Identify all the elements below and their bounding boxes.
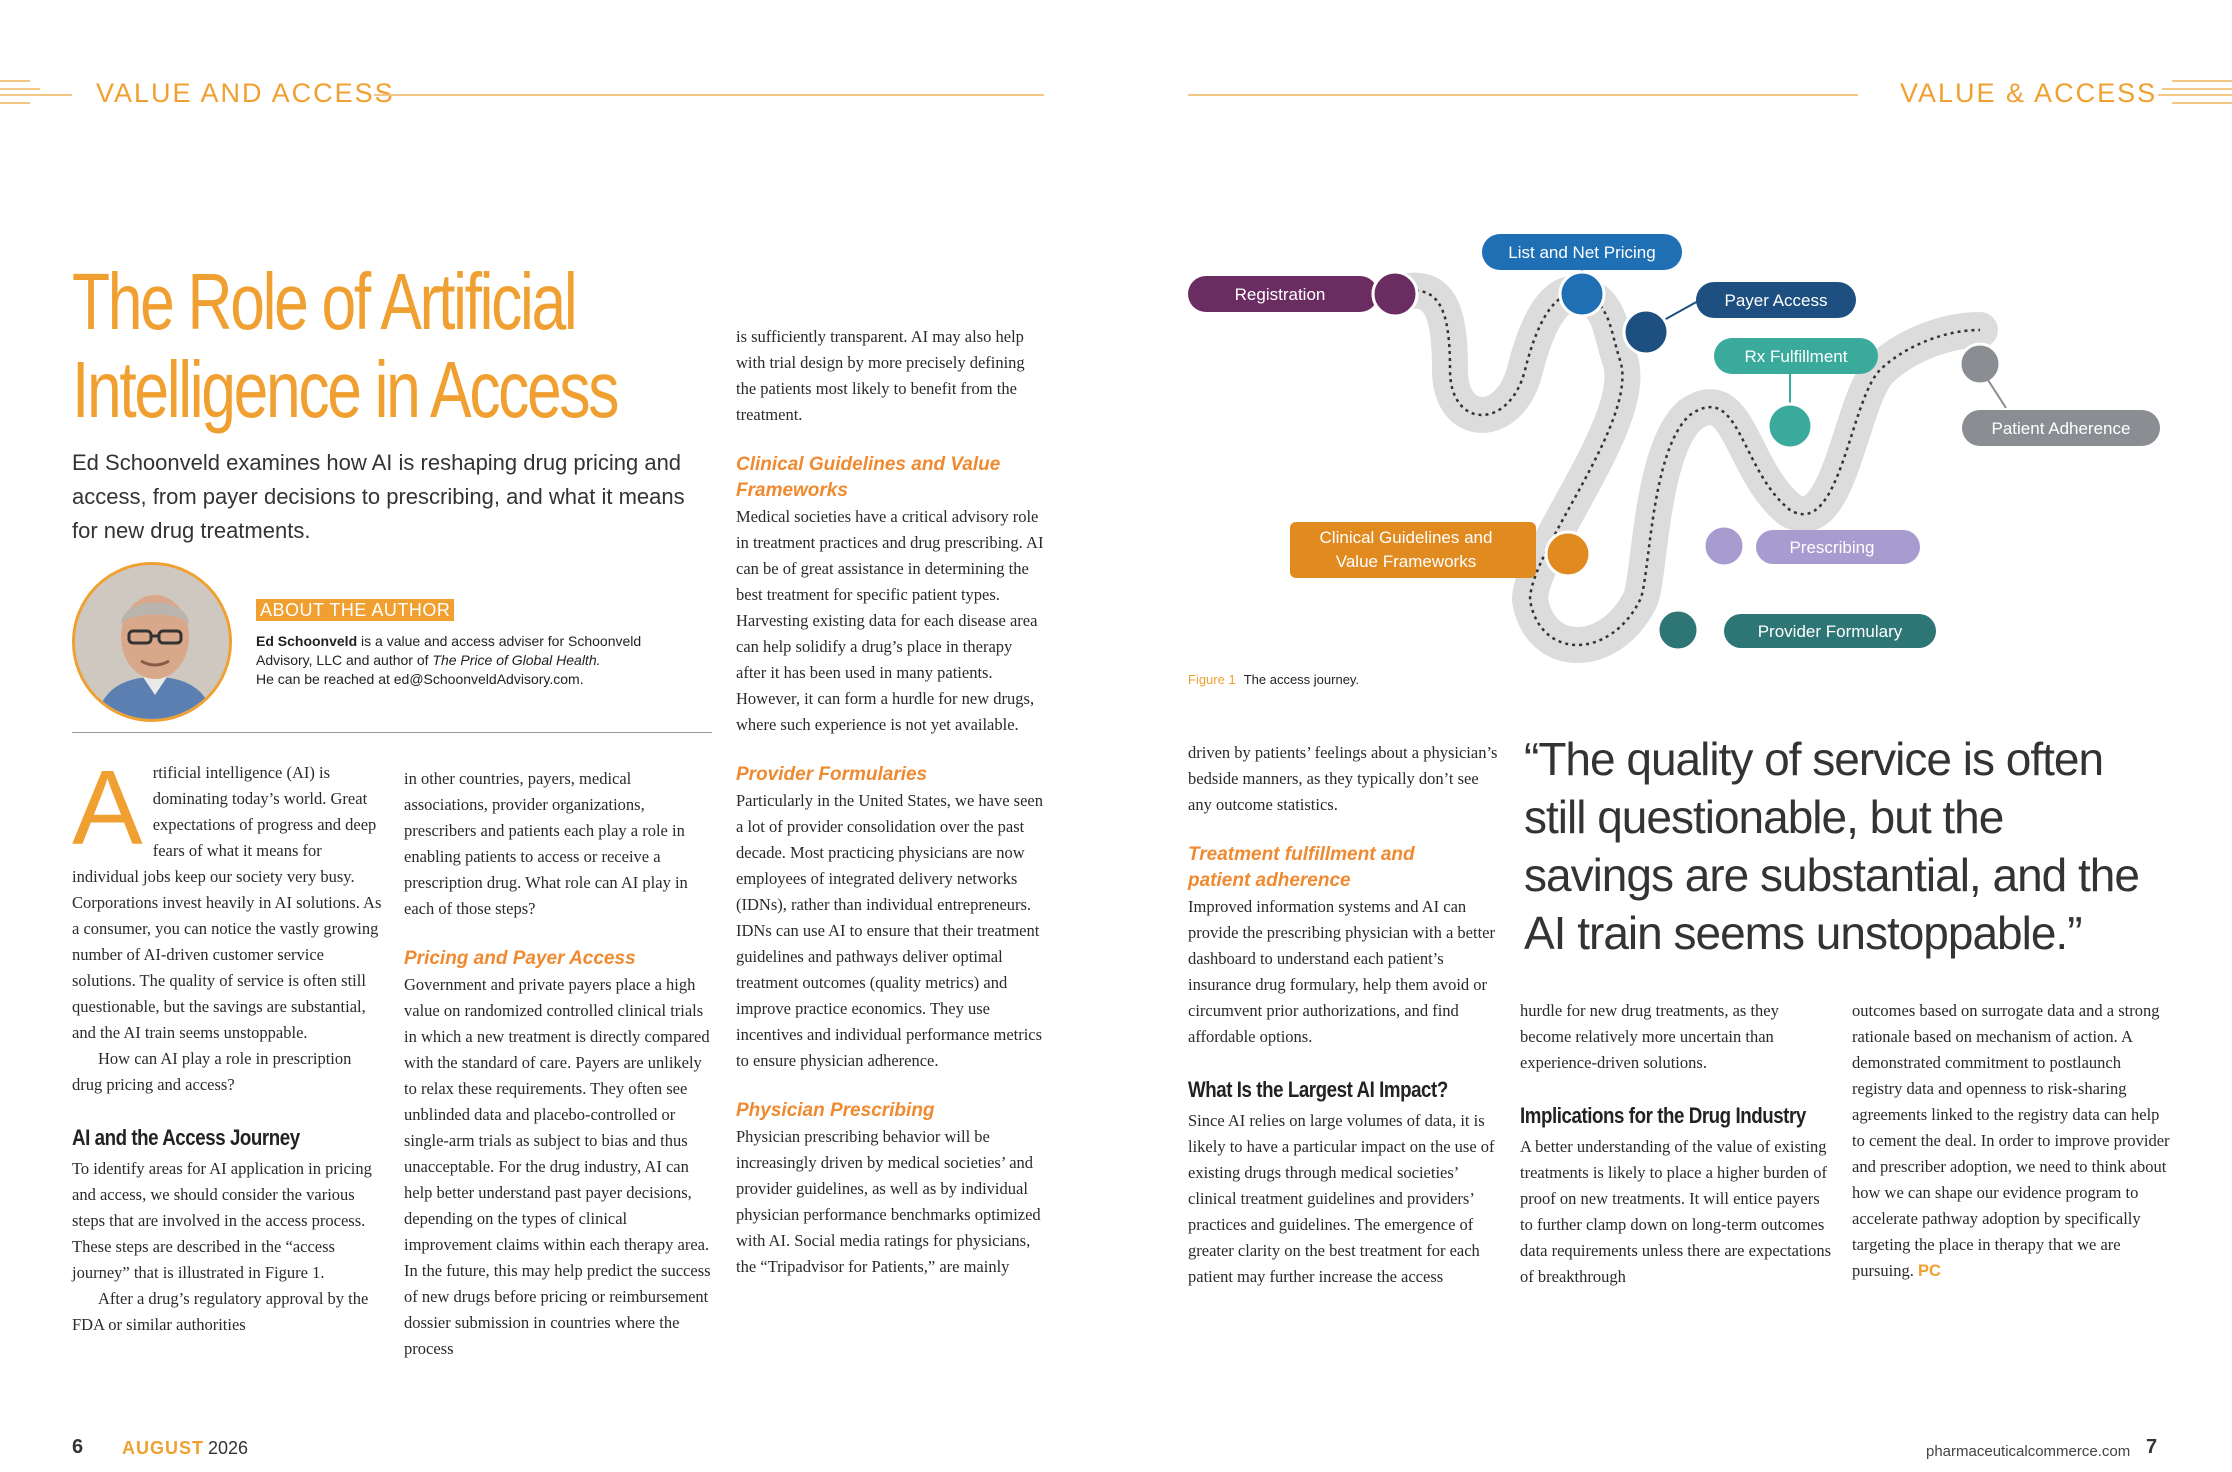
header-rule-right-2: [2158, 94, 2232, 96]
author-divider: [72, 732, 712, 733]
footer-month: AUGUST: [122, 1438, 204, 1458]
col2-paragraph-2: Government and private payers place a hi…: [404, 975, 711, 1358]
author-photo: [72, 562, 232, 722]
author-bio-text-1: is a value and access adviser for Schoon…: [256, 633, 642, 668]
node-list-net-pill: [1482, 234, 1682, 270]
col1-paragraph-4: After a drug’s regulatory approval by th…: [72, 1289, 369, 1334]
col3-paragraph-1: is sufficiently transparent. AI may also…: [736, 327, 1025, 424]
header-rule-left-short-2: [0, 88, 40, 90]
pull-quote: “The quality of service is often still q…: [1524, 733, 2140, 959]
heading-implications-drug-industry: Implications for the Drug Industry: [1520, 1103, 1806, 1128]
subhead-clinical-guidelines: Clinical Guidelines and Value Frameworks: [736, 454, 1001, 501]
left-section-header: VALUE AND ACCESS: [96, 78, 395, 108]
article-title: The Role of Artificial Intelligence in A…: [72, 258, 771, 434]
node-clinical-dot: [1544, 530, 1592, 578]
col5-paragraph-2: A better understanding of the value of e…: [1520, 1137, 1832, 1286]
node-rx-fulfillment-pill: [1714, 338, 1878, 374]
node-prescribing-pill: [1756, 530, 1920, 564]
column-3: is sufficiently transparent. AI may also…: [736, 324, 1046, 1280]
node-rx-fulfillment-label: Rx Fulfillment: [1745, 347, 1848, 366]
col5-paragraph-1: hurdle for new drug treatments, as they …: [1520, 1001, 1779, 1072]
header-rule-right-short-2: [2162, 88, 2232, 90]
article-dek: Ed Schoonveld examines how AI is reshapi…: [72, 450, 685, 543]
footer-issue-date: AUGUST 2026: [122, 1438, 248, 1459]
header-rule-right-1: [1188, 94, 1858, 96]
figure-caption: Figure 1 The access journey.: [1188, 672, 1359, 687]
heading-access-journey: AI and the Access Journey: [72, 1125, 300, 1150]
header-rule-right-short-3: [2172, 102, 2232, 104]
about-author-label-wrap: ABOUT THE AUTHOR: [256, 599, 455, 621]
header-rule-right-short-1: [2172, 80, 2232, 82]
col1-paragraph-1: rtificial intelligence (AI) is dominatin…: [72, 763, 382, 1042]
node-rx-fulfillment-dot: [1766, 402, 1814, 450]
header-rule-left-2: [374, 94, 1044, 96]
author-book: The Price of Global Health.: [432, 652, 601, 668]
figure-caption-text: The access journey.: [1243, 672, 1360, 687]
col2-paragraph-1: in other countries, payers, medical asso…: [404, 769, 688, 918]
journey-dotted-path: [1394, 289, 1981, 647]
title-line-2: Intelligence in Access: [72, 345, 619, 434]
subhead-physician-prescribing: Physician Prescribing: [736, 1100, 935, 1121]
node-registration-dot: [1371, 270, 1419, 318]
right-section-header: VALUE & ACCESS: [1900, 78, 2158, 108]
author-portrait-icon: [75, 565, 229, 719]
heading-largest-ai-impact: What Is the Largest AI Impact?: [1188, 1077, 1448, 1102]
col4-paragraph-3: Since AI relies on large volumes of data…: [1188, 1111, 1495, 1286]
subhead-treatment-fulfillment: Treatment fulfillment and patient adhere…: [1188, 844, 1415, 891]
col4-paragraph-2: Improved information systems and AI can …: [1188, 897, 1495, 1046]
node-prescribing-label: Prescribing: [1789, 538, 1874, 557]
left-page-number: 6: [72, 1436, 84, 1458]
node-payer-access-pill: [1696, 282, 1856, 318]
about-author-label: ABOUT THE AUTHOR: [256, 599, 455, 621]
author-name: Ed Schoonveld: [256, 633, 358, 649]
node-clinical-pill: [1290, 522, 1536, 578]
node-list-net-label: List and Net Pricing: [1508, 243, 1655, 262]
node-patient-adherence-pill: [1962, 410, 2160, 446]
col1-paragraph-3: To identify areas for AI application in …: [72, 1159, 372, 1282]
col3-paragraph-2: Medical societies have a critical adviso…: [736, 507, 1044, 734]
col1-paragraph-2: How can AI play a role in prescription d…: [72, 1049, 352, 1094]
node-prescribing-dot: [1702, 524, 1746, 568]
journey-road: [1377, 272, 1998, 663]
column-5: hurdle for new drug treatments, as they …: [1520, 998, 1832, 1290]
right-page-number: 7: [2146, 1436, 2158, 1458]
author-bio: Ed Schoonveld is a value and access advi…: [256, 632, 676, 689]
col3-paragraph-4: Physician prescribing behavior will be i…: [736, 1127, 1041, 1276]
title-line-1: The Role of Artificial: [72, 257, 578, 346]
end-mark: PC: [1918, 1262, 1941, 1280]
col4-paragraph-1: driven by patients’ feelings about a phy…: [1188, 743, 1498, 814]
subhead-pricing-payer-access: Pricing and Payer Access: [404, 948, 636, 969]
node-provider-formulary-label: Provider Formulary: [1758, 622, 1903, 641]
node-clinical-label-1: Clinical Guidelines and: [1320, 528, 1493, 547]
node-clinical-label-2: Value Frameworks: [1336, 552, 1476, 571]
author-contact: He can be reached at ed@SchoonveldAdviso…: [256, 671, 584, 687]
drop-cap: A: [72, 749, 143, 867]
node-payer-access-dot: [1622, 308, 1670, 356]
footer-url[interactable]: pharmaceuticalcommerce.com: [1926, 1443, 2131, 1460]
node-payer-access-label: Payer Access: [1725, 291, 1828, 310]
col6-paragraph-1: outcomes based on surrogate data and a s…: [1852, 1001, 2170, 1280]
node-registration-label: Registration: [1235, 285, 1326, 304]
header-rule-left-short-1: [0, 80, 30, 82]
node-patient-adherence-label: Patient Adherence: [1992, 419, 2131, 438]
col3-paragraph-3: Particularly in the United States, we ha…: [736, 791, 1043, 1070]
access-journey-diagram: Registration List and Net Pricing Payer …: [1188, 234, 2160, 663]
header-rule-left-short-3: [0, 102, 30, 104]
column-6: outcomes based on surrogate data and a s…: [1852, 998, 2170, 1284]
column-4: driven by patients’ feelings about a phy…: [1188, 740, 1500, 1290]
column-2: in other countries, payers, medical asso…: [404, 766, 714, 1362]
header-rule-left-1: [0, 94, 72, 96]
node-provider-formulary-pill: [1724, 614, 1936, 648]
node-registration-pill: [1188, 276, 1378, 312]
subhead-provider-formularies: Provider Formularies: [736, 764, 928, 785]
footer-year: 2026: [208, 1438, 249, 1458]
figure-caption-label: Figure 1: [1188, 672, 1236, 687]
node-patient-adherence-dot: [1958, 342, 2002, 386]
node-provider-formulary-dot: [1656, 608, 1700, 652]
node-list-net-dot: [1558, 270, 1606, 318]
